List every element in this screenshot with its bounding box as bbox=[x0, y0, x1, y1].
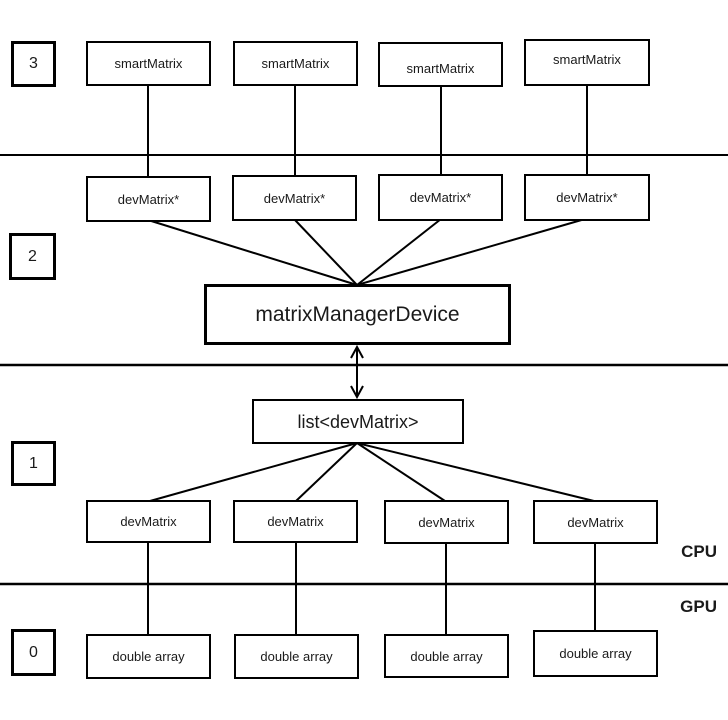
double-array-label: double array bbox=[260, 649, 333, 664]
gpu-label: GPU bbox=[680, 597, 717, 616]
dev-matrix-ptr-label: devMatrix* bbox=[117, 191, 180, 207]
level-label: 1 bbox=[29, 454, 38, 472]
matrix-manager-device-label: matrixManagerDevice bbox=[255, 303, 460, 326]
smart-matrix-label: smartMatrix bbox=[406, 61, 475, 76]
smart-matrix-box-3: smartMatrix bbox=[378, 42, 503, 87]
dev-matrix-box-1: devMatrix bbox=[86, 500, 211, 543]
level-separator-lines bbox=[0, 154, 728, 586]
devmatrixptr-to-manager-fan bbox=[147, 218, 586, 286]
smart-matrix-box-1: smartMatrix bbox=[86, 41, 211, 86]
dev-matrix-label: devMatrix bbox=[120, 514, 177, 529]
dev-matrix-ptr-box-1: devMatrix* bbox=[86, 176, 211, 222]
double-array-box-1: double array bbox=[86, 634, 211, 679]
list-devmatrix-label: list<devMatrix> bbox=[297, 411, 419, 432]
level-label: 0 bbox=[29, 643, 38, 661]
smart-matrix-label: smartMatrix bbox=[261, 56, 330, 71]
smart-matrix-label: smartMatrix bbox=[553, 52, 621, 67]
dev-matrix-label: devMatrix bbox=[267, 514, 324, 529]
smartmatrix-to-devmatrixptr-connectors bbox=[147, 85, 588, 178]
dev-matrix-box-3: devMatrix bbox=[384, 500, 509, 544]
cpu-label: CPU bbox=[681, 542, 717, 561]
dev-matrix-box-4: devMatrix bbox=[533, 500, 658, 544]
list-devmatrix-box: list<devMatrix> bbox=[252, 399, 464, 444]
dev-matrix-ptr-label: devMatrix* bbox=[263, 190, 326, 206]
level-box-1: 1 bbox=[11, 441, 56, 486]
bidirectional-arrow bbox=[350, 344, 364, 400]
smart-matrix-label: smartMatrix bbox=[114, 56, 183, 71]
level-box-0: 0 bbox=[11, 629, 56, 676]
double-array-label: double array bbox=[112, 649, 185, 664]
matrix-manager-device-box: matrixManagerDevice bbox=[204, 284, 511, 345]
dev-matrix-ptr-label: devMatrix* bbox=[556, 190, 618, 205]
level-label: 3 bbox=[29, 55, 38, 72]
dev-matrix-ptr-box-4: devMatrix* bbox=[524, 174, 650, 221]
dev-matrix-ptr-box-2: devMatrix* bbox=[232, 175, 357, 221]
smart-matrix-box-4: smartMatrix bbox=[524, 39, 650, 86]
level-label: 2 bbox=[28, 247, 37, 265]
devmatrix-to-doublearray-connectors bbox=[147, 541, 596, 636]
level-box-3: 3 bbox=[11, 41, 56, 87]
dev-matrix-ptr-label: devMatrix* bbox=[409, 190, 472, 205]
double-array-box-2: double array bbox=[234, 634, 359, 679]
dev-matrix-box-2: devMatrix bbox=[233, 500, 358, 543]
double-array-box-4: double array bbox=[533, 630, 658, 677]
double-array-label: double array bbox=[410, 648, 483, 664]
double-array-label: double array bbox=[559, 646, 632, 661]
dev-matrix-ptr-box-3: devMatrix* bbox=[378, 174, 503, 221]
level-box-2: 2 bbox=[9, 233, 56, 280]
double-array-box-3: double array bbox=[384, 634, 509, 678]
dev-matrix-label: devMatrix bbox=[418, 514, 475, 530]
list-to-devmatrix-fan bbox=[149, 442, 595, 502]
smart-matrix-box-2: smartMatrix bbox=[233, 41, 358, 86]
dev-matrix-label: devMatrix bbox=[567, 514, 624, 530]
